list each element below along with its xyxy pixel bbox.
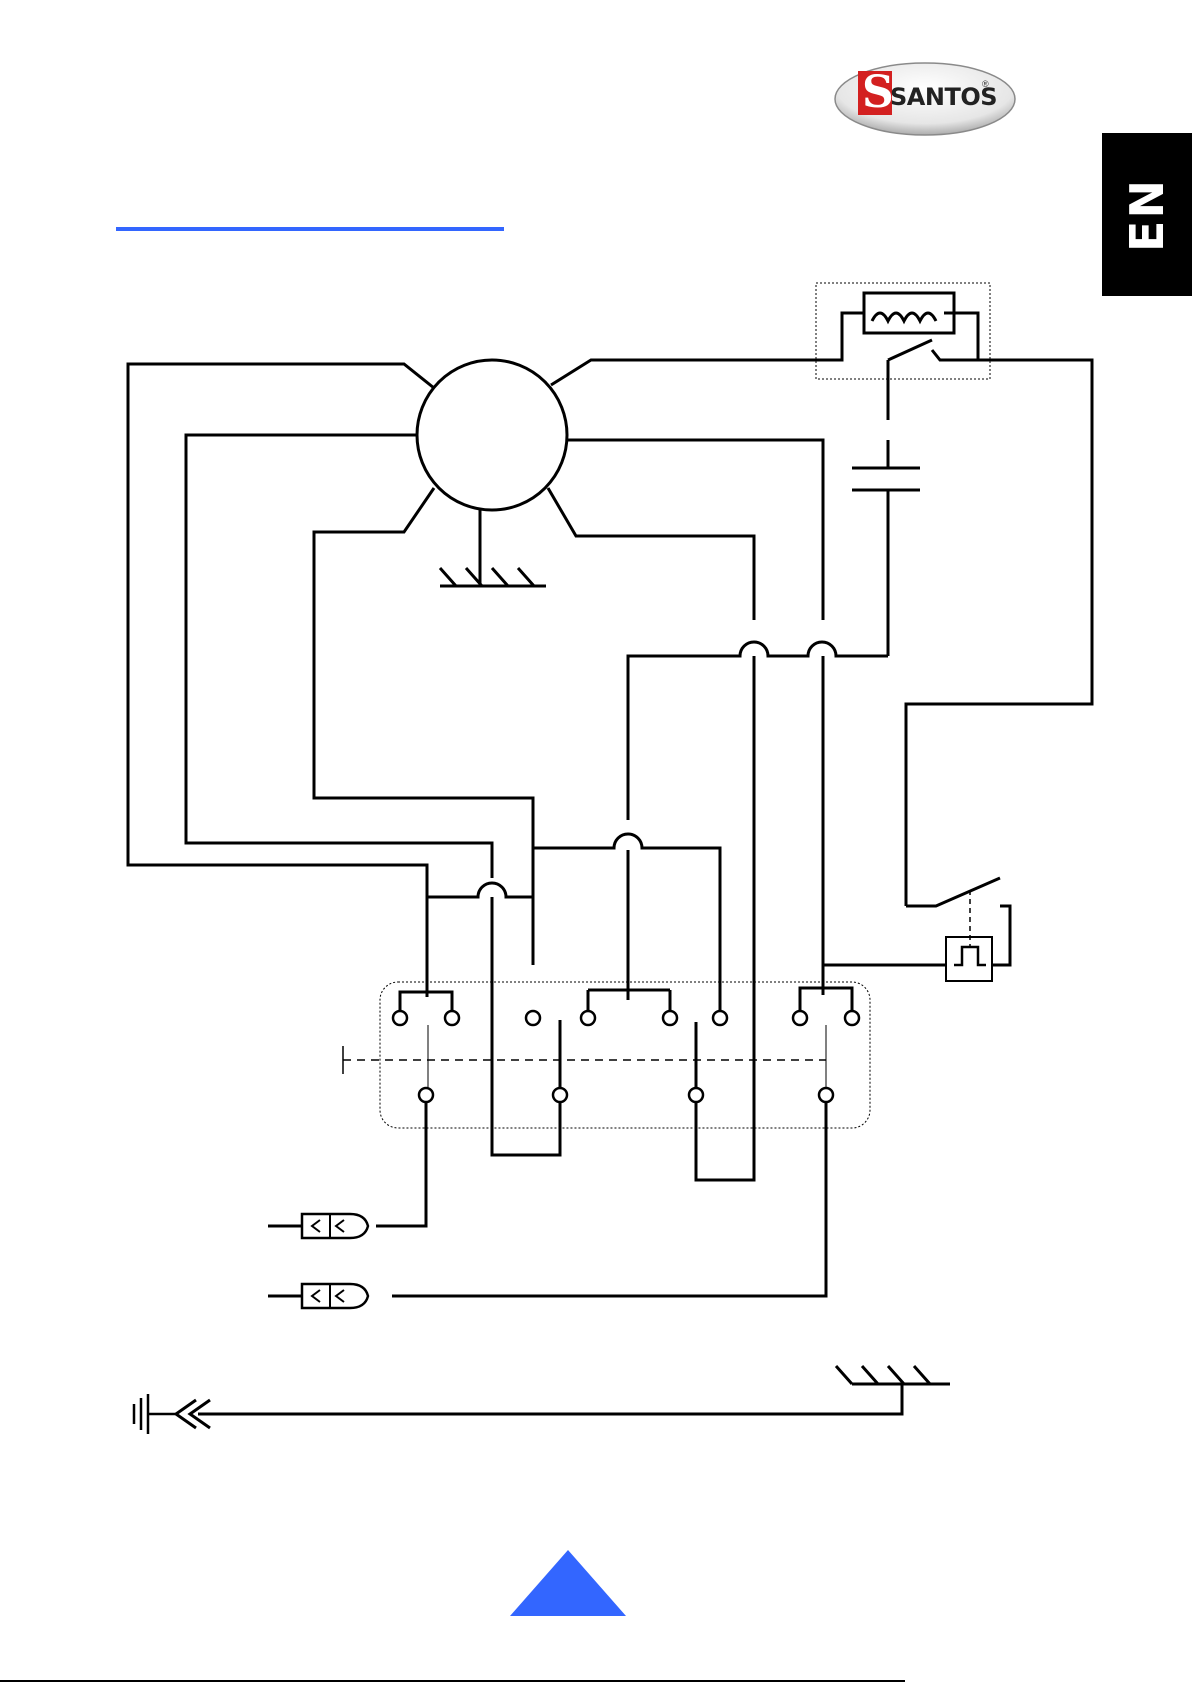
crossover-upper: [628, 620, 888, 1180]
wire-thermal-to-microswitch: [906, 350, 1092, 906]
wire-motor-d: [551, 360, 815, 385]
wire-motor-f: [548, 488, 754, 630]
microswitch: [823, 878, 1010, 981]
terminal-6: [713, 1011, 727, 1025]
page-up-button[interactable]: [508, 1550, 628, 1616]
mains-plug-phase: [268, 1102, 426, 1238]
up-triangle-shape: [510, 1550, 626, 1616]
wire-motor-b: [186, 435, 492, 882]
thermal-contact-blade: [888, 340, 932, 360]
terminal-7: [793, 1011, 807, 1025]
wire-capacitor-return: [628, 642, 888, 1000]
start-capacitor: [852, 420, 920, 656]
up-triangle-icon: [508, 1550, 628, 1616]
terminal-1: [393, 1011, 407, 1025]
terminal-2: [445, 1011, 459, 1025]
microswitch-housing: [946, 937, 992, 981]
terminal-common-1: [419, 1088, 433, 1102]
motor-circle: [417, 360, 567, 510]
motor-earth-symbol: [440, 568, 546, 586]
thermal-protector: [815, 283, 1092, 906]
terminal-8: [845, 1011, 859, 1025]
rotary-selector-switch: [343, 982, 870, 1128]
wire-f-down: [696, 656, 754, 1180]
footer-rule: [0, 1680, 905, 1682]
earth-terminal: [134, 1366, 950, 1434]
terminal-5: [663, 1011, 677, 1025]
terminal-3: [526, 1011, 540, 1025]
wire-loop-bottom: [492, 897, 560, 1155]
wire-motor-a: [128, 364, 434, 997]
terminal-common-3: [689, 1088, 703, 1102]
heater-coil: [872, 313, 936, 321]
mains-plug-neutral: [268, 1102, 826, 1308]
terminal-common-4: [819, 1088, 833, 1102]
terminal-4: [581, 1011, 595, 1025]
terminal-common-2: [553, 1088, 567, 1102]
